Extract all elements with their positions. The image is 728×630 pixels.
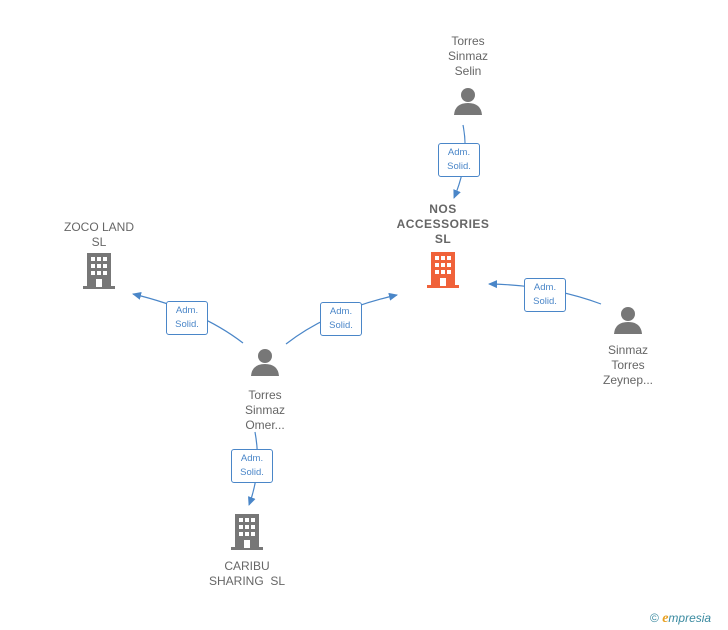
brand-name: mpresia xyxy=(668,611,712,625)
edge-role-type: Solid. xyxy=(329,320,353,331)
edge-role: Adm. xyxy=(329,306,353,317)
person-name-line: Sinmaz xyxy=(244,403,285,417)
company-node-caribu-sharing[interactable]: CARIBU SHARING SL xyxy=(197,514,297,589)
company-name-line: SHARING SL xyxy=(208,574,286,588)
edge-label-omer-nos: Adm. Solid. xyxy=(320,302,362,336)
person-icon xyxy=(614,307,642,334)
edge-role-type: Solid. xyxy=(447,161,471,172)
company-node-zoco-land[interactable]: ZOCO LAND SL xyxy=(49,220,149,294)
company-name-line: SL xyxy=(91,235,107,249)
company-name-line: ZOCO LAND xyxy=(63,220,134,234)
company-name-line: ACCESSORIES xyxy=(396,217,490,231)
edge-role: Adm. xyxy=(240,453,264,464)
person-icon xyxy=(251,349,279,376)
building-icon xyxy=(83,253,115,289)
edge-role: Adm. xyxy=(175,305,199,316)
person-icon xyxy=(454,88,482,115)
company-node-nos-accessories[interactable]: NOS ACCESSORIES SL xyxy=(383,202,503,293)
building-icon xyxy=(231,514,263,550)
edge-role-type: Solid. xyxy=(175,319,199,330)
copyright-symbol: © xyxy=(650,611,659,625)
company-name-line: NOS xyxy=(429,202,457,216)
building-icon xyxy=(427,252,459,288)
brand-footer: © empresia xyxy=(650,611,711,627)
person-name-line: Selin xyxy=(454,64,482,78)
person-name-line: Sinmaz xyxy=(607,343,648,357)
edge-label-zeynep-nos: Adm. Solid. xyxy=(524,278,566,312)
company-name-line: CARIBU xyxy=(224,559,270,573)
edge-role: Adm. xyxy=(533,282,557,293)
person-name-line: Torres xyxy=(611,358,645,372)
company-name-line: SL xyxy=(434,232,452,246)
edge-role: Adm. xyxy=(447,147,471,158)
person-node-omer[interactable]: Torres Sinmaz Omer... xyxy=(215,347,315,433)
edge-label-omer-caribu: Adm. Solid. xyxy=(231,449,273,483)
edge-role-type: Solid. xyxy=(533,296,557,307)
person-name-line: Sinmaz xyxy=(447,49,488,63)
person-name-line: Zeynep... xyxy=(602,373,654,387)
person-name-line: Omer... xyxy=(245,418,285,432)
person-node-selin[interactable]: Torres Sinmaz Selin xyxy=(418,34,518,121)
person-name-line: Torres xyxy=(248,388,282,402)
edge-label-omer-zoco: Adm. Solid. xyxy=(166,301,208,335)
person-node-zeynep[interactable]: Sinmaz Torres Zeynep... xyxy=(578,305,678,388)
edge-label-selin-nos: Adm. Solid. xyxy=(438,143,480,177)
brand-logo-initial: e xyxy=(662,611,669,626)
edge-role-type: Solid. xyxy=(240,467,264,478)
person-name-line: Torres xyxy=(451,34,485,48)
